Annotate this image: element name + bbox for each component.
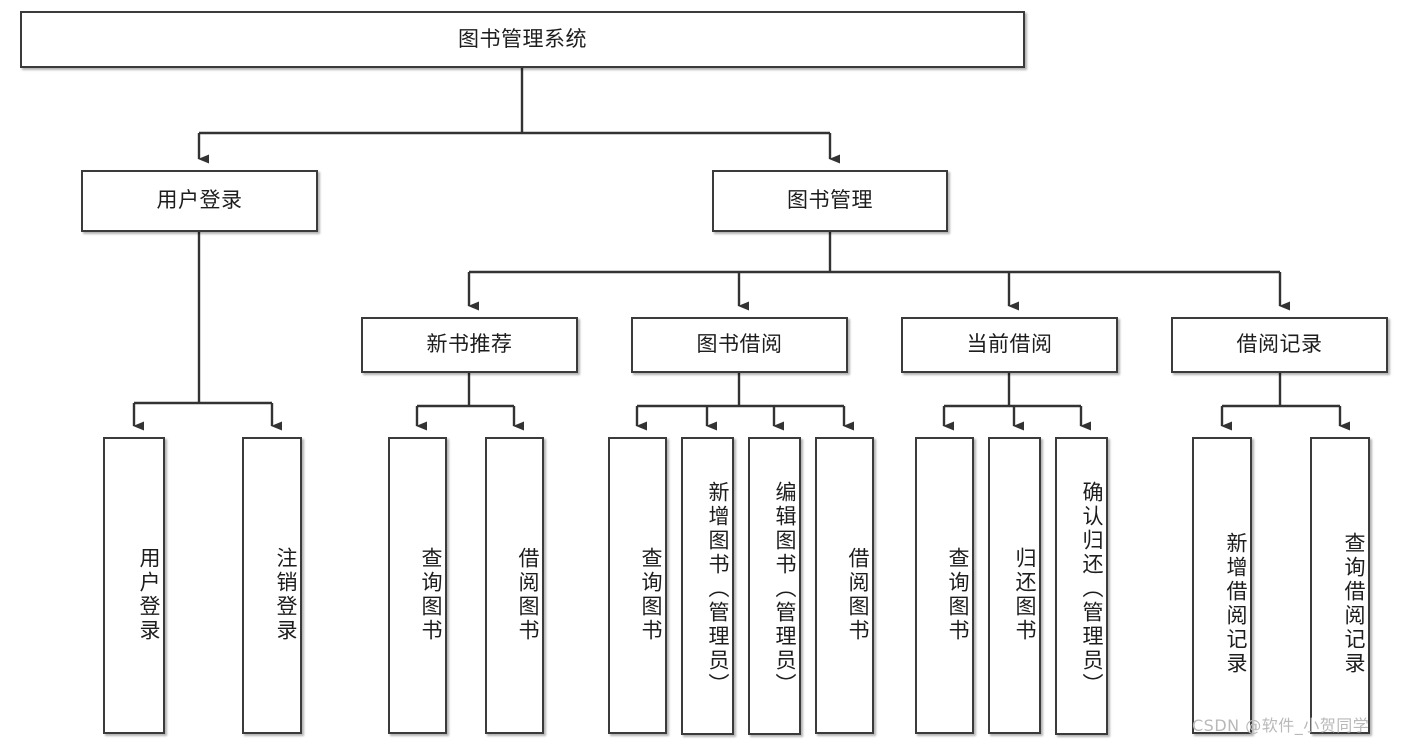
node-label: 查询图书 [946, 546, 970, 643]
leaf-query-book-2[interactable]: 查询图书 [608, 437, 667, 734]
node-user-login[interactable]: 用户登录 [81, 170, 318, 232]
node-label: 借阅记录 [1236, 332, 1323, 357]
node-label: 用户登录 [156, 188, 243, 213]
leaf-query-borrow-record[interactable]: 查询借阅记录 [1310, 437, 1370, 734]
node-label: 图书管理系统 [458, 26, 587, 51]
leaf-query-book-3[interactable]: 查询图书 [915, 437, 974, 734]
node-book-borrow[interactable]: 图书借阅 [631, 317, 848, 373]
node-label: 新增图书（管理员） [706, 481, 730, 697]
node-label: 借阅图书 [516, 546, 540, 643]
node-label: 查询图书 [639, 546, 663, 643]
leaf-add-book-admin[interactable]: 新增图书（管理员） [681, 437, 734, 735]
leaf-query-book-1[interactable]: 查询图书 [388, 437, 447, 734]
csdn-watermark: CSDN @软件_小贺同学 [1192, 716, 1370, 735]
node-new-book-recommend[interactable]: 新书推荐 [361, 317, 578, 373]
leaf-borrow-book-2[interactable]: 借阅图书 [815, 437, 874, 734]
leaf-confirm-return-admin[interactable]: 确认归还（管理员） [1055, 437, 1108, 735]
node-label: 注销登录 [274, 546, 298, 643]
leaf-add-borrow-record[interactable]: 新增借阅记录 [1192, 437, 1252, 734]
node-root-book-management-system[interactable]: 图书管理系统 [20, 11, 1025, 68]
leaf-user-login[interactable]: 用户登录 [103, 437, 165, 734]
node-label: 编辑图书（管理员） [773, 481, 797, 697]
node-label: 新书推荐 [426, 332, 513, 357]
leaf-borrow-book-1[interactable]: 借阅图书 [485, 437, 544, 734]
node-borrow-record[interactable]: 借阅记录 [1171, 317, 1388, 373]
node-current-borrow[interactable]: 当前借阅 [901, 317, 1118, 373]
leaf-user-logout[interactable]: 注销登录 [242, 437, 302, 734]
node-label: 归还图书 [1013, 546, 1037, 643]
leaf-edit-book-admin[interactable]: 编辑图书（管理员） [748, 437, 801, 735]
node-label: 新增借阅记录 [1224, 531, 1248, 676]
node-label: 图书管理 [787, 188, 873, 213]
node-label: 借阅图书 [846, 546, 870, 643]
node-label: 用户登录 [137, 546, 161, 643]
node-label: 当前借阅 [966, 332, 1053, 357]
node-label: 图书借阅 [696, 332, 783, 357]
node-book-management[interactable]: 图书管理 [712, 170, 948, 232]
node-label: 查询借阅记录 [1342, 531, 1366, 676]
leaf-return-book[interactable]: 归还图书 [988, 437, 1041, 734]
node-label: 确认归还（管理员） [1080, 481, 1104, 697]
node-label: 查询图书 [419, 546, 443, 643]
